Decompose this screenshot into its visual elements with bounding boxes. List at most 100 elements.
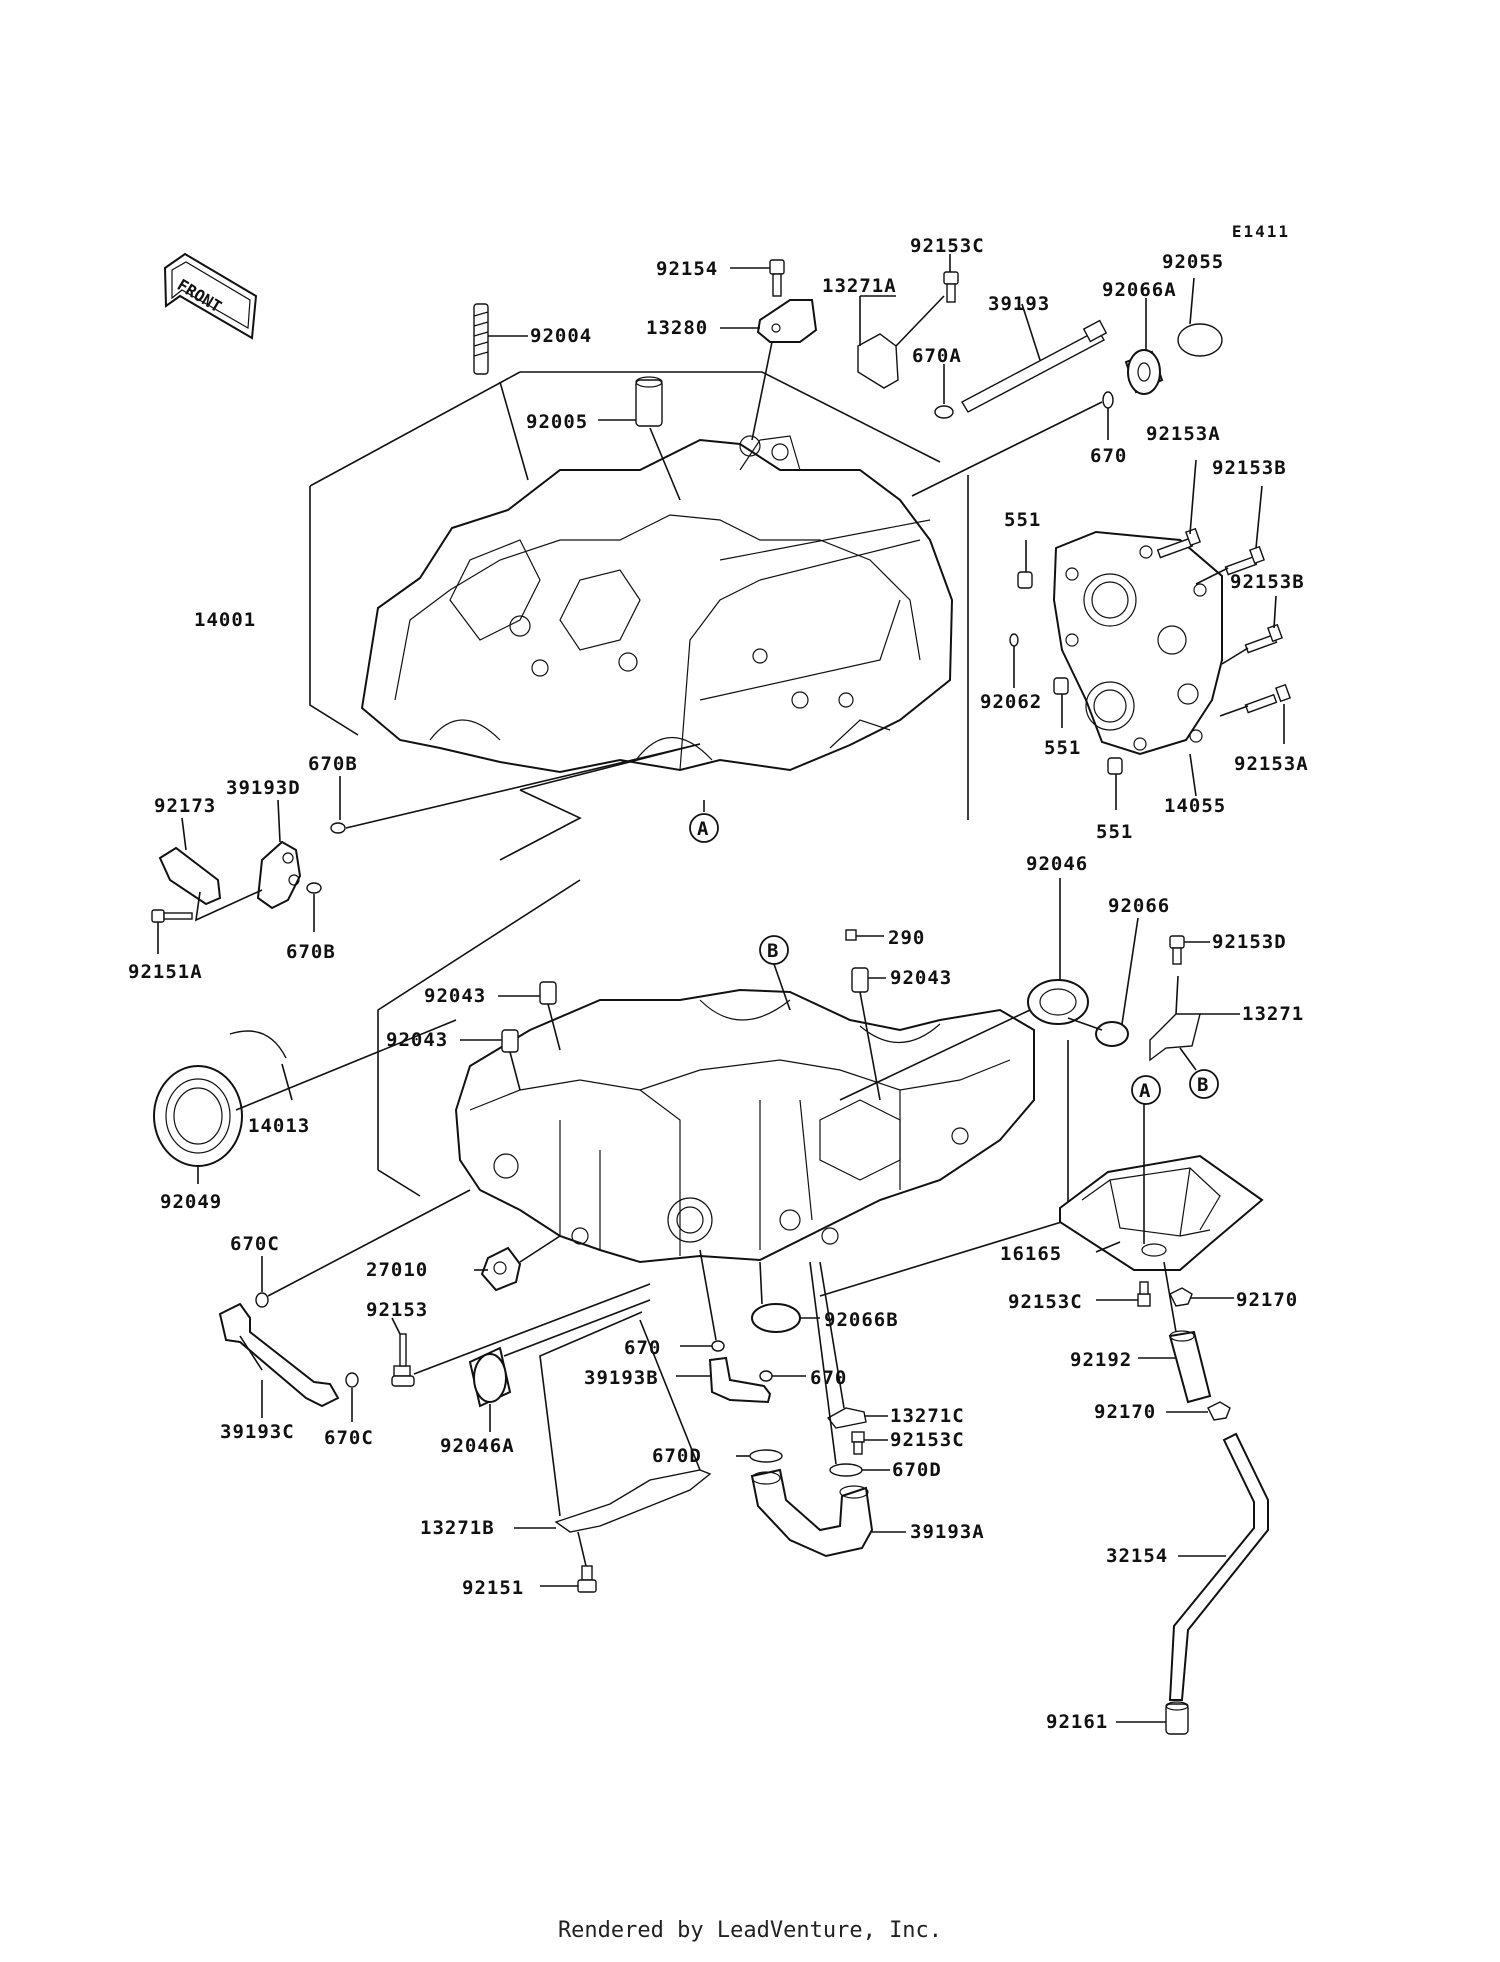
label-92043-right: 92043 [890,967,952,989]
part-labels: 92154 92153C 13271A 13280 92004 39193 92… [128,235,1309,1733]
label-92062: 92062 [980,691,1042,713]
bolt-92153C-bot [851,1431,888,1455]
stud-92004 [473,303,529,481]
label-39193C: 39193C [220,1421,295,1443]
dowel-92043-right [851,967,886,1101]
oring-670-mid [680,1249,725,1352]
diagram-ref-code: E1411 [1231,222,1290,241]
bolt-92153C-right [1096,1281,1151,1307]
front-arrow-icon: FRONT [163,252,258,340]
dowel-551-mid [1053,677,1069,728]
pipe-39193A [750,1468,906,1558]
label-92066: 92066 [1108,895,1170,917]
label-670A: 670A [912,345,962,367]
pipe-39193 [961,303,1108,413]
seal-92049 [153,1019,457,1184]
dowel-92043-left1 [498,981,561,1051]
pipe-39193D [256,799,302,910]
dowel-551-top [1017,540,1033,589]
label-670C-top: 670C [230,1233,280,1255]
label-39193: 39193 [988,293,1050,315]
label-670D-left: 670D [652,1445,702,1467]
cover-14055 [1052,530,1223,797]
label-551-mid: 551 [1044,737,1081,759]
oring-670A [934,364,954,419]
label-32154: 32154 [1106,1545,1168,1567]
label-92004: 92004 [530,325,592,347]
plate-13271 [1149,975,1240,1071]
plate-13271C [819,1261,888,1429]
label-92066B: 92066B [824,1309,899,1331]
pipe-39193C [218,1302,340,1418]
bolt-92153B-top [1195,485,1265,585]
cap-92161 [1116,1701,1189,1735]
seal-14013 [229,1030,293,1101]
label-670B-top: 670B [308,753,358,775]
bracket-13280 [720,299,818,441]
bolt-92151 [540,1531,597,1593]
oring-92055 [1177,277,1223,357]
hose-32154 [1168,1432,1269,1701]
label-92153: 92153 [366,1299,428,1321]
label-27010: 27010 [366,1259,428,1281]
label-92153D: 92153D [1212,931,1287,953]
callout-A-right: A [1131,1075,1161,1105]
label-92153A-top: 92153A [1146,423,1221,445]
label-92192: 92192 [1070,1349,1132,1371]
label-92046A: 92046A [440,1435,515,1457]
callout-A-top-text: A [697,818,709,840]
label-13271C: 13271C [890,1405,965,1427]
bolt-92153A-mid [1219,683,1291,744]
label-551-top: 551 [1004,509,1041,531]
callout-B-right: B [1189,1069,1219,1099]
plug-27010 [474,1235,561,1292]
footer-credit: Rendered by LeadVenture, Inc. [557,1918,943,1943]
bolt-92154 [730,259,785,297]
oring-670-top [911,391,1114,497]
label-14001: 14001 [194,609,256,631]
label-92043-left1: 92043 [424,985,486,1007]
label-670B-bot: 670B [286,941,336,963]
bracket-line-b [519,743,701,791]
label-92170-top: 92170 [1236,1289,1298,1311]
label-92046: 92046 [1026,853,1088,875]
label-670-right: 670 [810,1367,847,1389]
oring-670D-left [736,1449,783,1463]
oring-670B-top [330,743,701,834]
label-92066A: 92066A [1102,279,1177,301]
strainer-92066A [1124,298,1164,395]
label-14013: 14013 [248,1115,310,1137]
lower-crankcase [377,879,1069,1297]
label-92153C-top: 92153C [910,235,985,257]
bolt-92153 [391,1283,651,1387]
upper-crankcase-14001 [309,371,969,820]
dowel-92043-left2 [460,1029,521,1091]
label-92151A: 92151A [128,961,203,983]
label-92153A-mid: 92153A [1234,753,1309,775]
label-92005: 92005 [526,411,588,433]
callout-A-top: A [689,800,719,843]
label-39193A: 39193A [910,1521,985,1543]
pin-92062 [1009,633,1019,688]
bolt-92153A-top [1156,459,1201,559]
label-290: 290 [888,927,925,949]
label-92153B-top: 92153B [1212,457,1287,479]
hose-92192 [1138,1261,1212,1404]
pipe-39193B [676,1356,772,1404]
label-670-top: 670 [1090,445,1127,467]
label-551-bot: 551 [1096,821,1133,843]
label-92055: 92055 [1162,251,1224,273]
label-92173: 92173 [154,795,216,817]
label-13271B: 13271B [420,1517,495,1539]
bearing-92046A [468,1299,651,1432]
label-670D-right: 670D [892,1459,942,1481]
bracket-line-a [499,789,582,861]
plug-290 [845,929,884,941]
label-92161: 92161 [1046,1711,1108,1733]
bolt-92153B-mid [1221,595,1283,665]
oring-670D-right [809,1261,890,1477]
label-92043-left2: 92043 [386,1029,448,1051]
label-92170-bot: 92170 [1094,1401,1156,1423]
label-670C-bot: 670C [324,1427,374,1449]
